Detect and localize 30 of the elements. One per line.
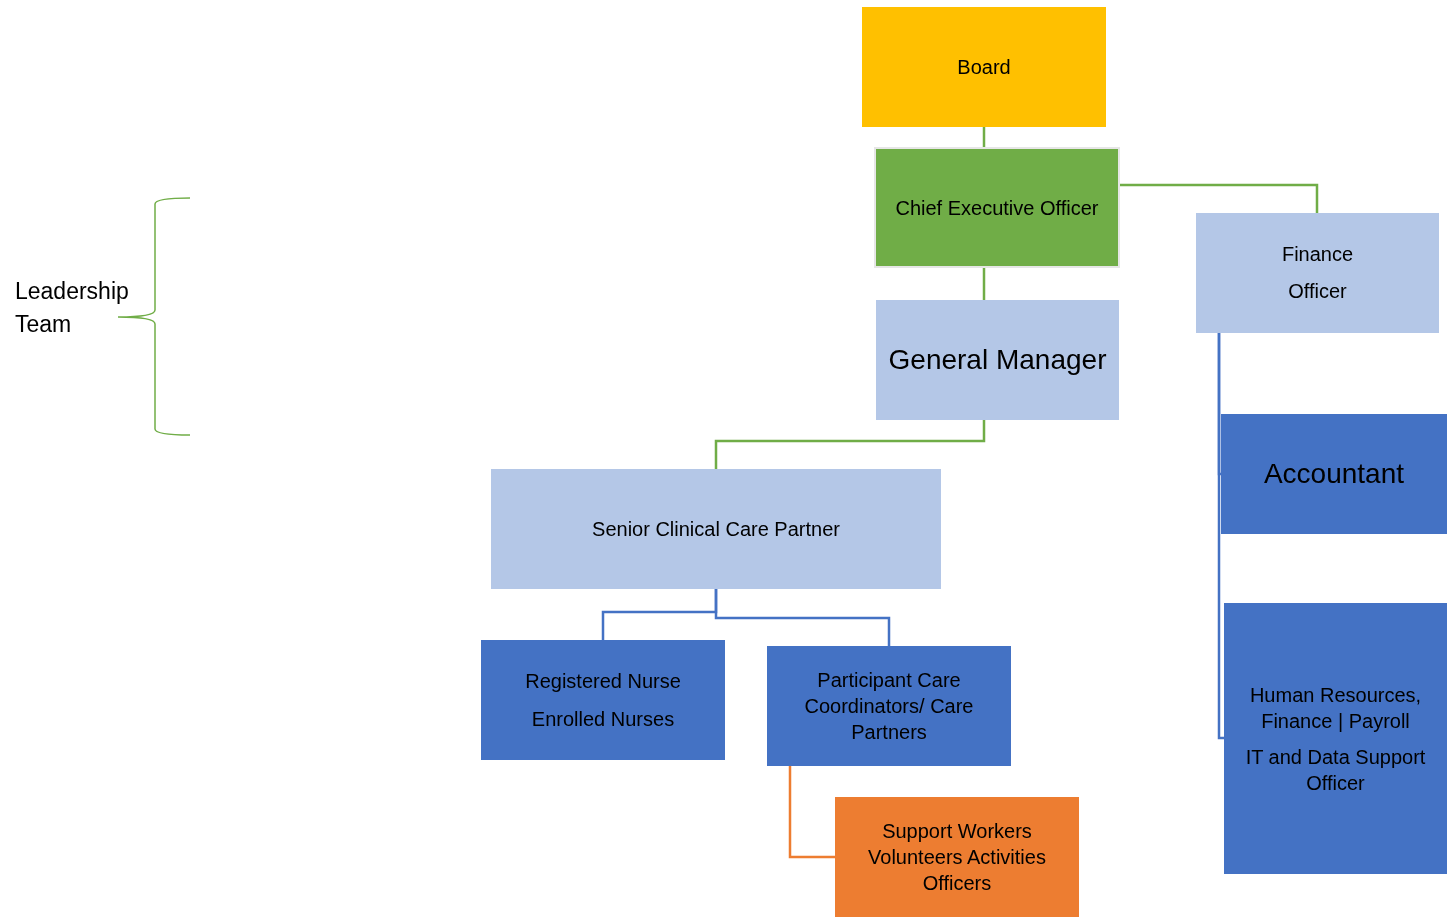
connector-line: [714, 420, 986, 469]
role-title: Finance Officer: [1280, 242, 1355, 304]
role-box: [491, 469, 941, 589]
role-box: [876, 300, 1119, 420]
role-box: [481, 640, 725, 760]
role-title: General Manager: [888, 343, 1107, 377]
role-box: [835, 797, 1079, 917]
role-title: Human Resources, Finance | Payroll: [1248, 682, 1423, 734]
role-title: Registered Nurse: [525, 669, 681, 694]
role-box: [1196, 213, 1439, 333]
ceo-box: [874, 147, 1120, 268]
role-title: Board: [957, 55, 1011, 80]
role-title: Senior Clinical Care Partner: [592, 517, 840, 542]
role-title: Enrolled Nurses: [531, 707, 675, 732]
role-title: Participant Care Coordinators/ Care Partners: [803, 668, 975, 745]
board-box: [862, 7, 1106, 127]
connector-line: [982, 268, 986, 300]
connector-line: [1120, 183, 1319, 213]
role-title: Support Workers Volunteers Activities Officers: [867, 819, 1047, 896]
role-title: Accountant: [1263, 457, 1405, 491]
role-box: [767, 646, 1011, 766]
connector-line: [1217, 333, 1224, 740]
connector-line: [788, 766, 835, 859]
role-title: Chief Executive Officer: [895, 195, 1099, 221]
role-box: [1224, 603, 1447, 874]
connector-line: [714, 589, 891, 646]
role-box: [1221, 414, 1447, 534]
group-label: Leadership Team: [15, 277, 130, 339]
role-title: IT and Data Support Officer: [1244, 744, 1427, 796]
connector-line: [982, 127, 986, 147]
